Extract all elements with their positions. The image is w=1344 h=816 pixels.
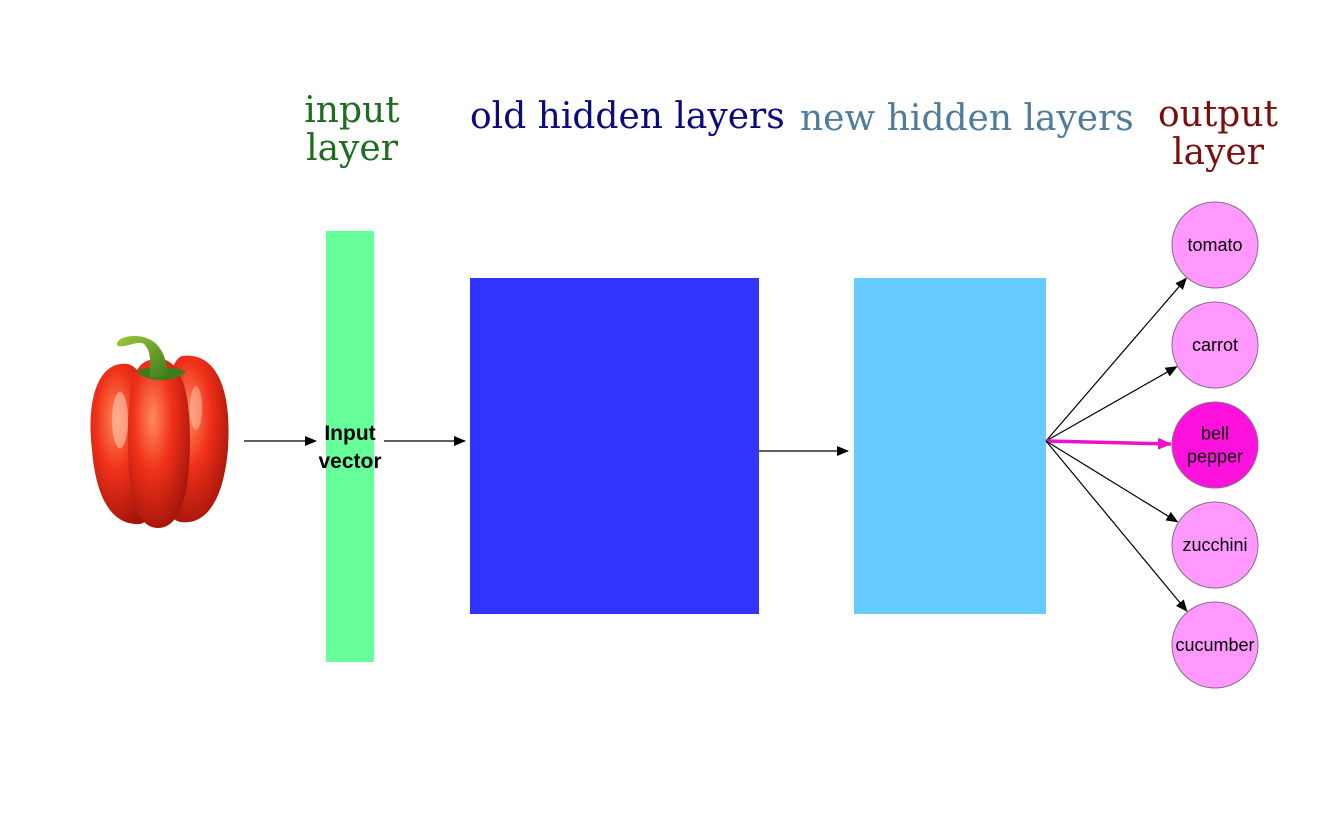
output-arrow-cucumber	[1045, 440, 1188, 612]
output-node-label: zucchini	[1182, 535, 1247, 555]
output-node-circle	[1171, 601, 1259, 689]
output-node-carrot: carrot	[1171, 301, 1259, 389]
bell-pepper-image	[90, 336, 229, 528]
output-node-label: cucumber	[1175, 635, 1254, 655]
output-node-label: tomato	[1187, 235, 1242, 255]
pepper-highlight-2	[190, 386, 202, 430]
output-node-tomato: tomato	[1171, 201, 1259, 289]
output-arrow-zucchini	[1045, 440, 1179, 523]
output-arrow-bell-pepper	[1045, 437, 1172, 450]
output-node-zucchini: zucchini	[1171, 501, 1259, 589]
input-vector-label-line-1: Input	[324, 422, 375, 445]
input-layer-title: input layer	[290, 92, 414, 168]
output-node-circle	[1171, 501, 1259, 589]
pepper-lobe-center	[128, 358, 190, 528]
input-layer-title-line-1: input	[304, 90, 400, 131]
output-node-label: bell	[1201, 424, 1229, 444]
output-arrow-carrot	[1045, 366, 1178, 442]
output-arrow-tomato	[1045, 277, 1187, 442]
output-layer-title-line-1: output	[1157, 94, 1279, 135]
old-hidden-layers-block	[470, 278, 759, 614]
new-hidden-layers-block	[854, 278, 1046, 614]
output-node-bell-pepper: bell pepper	[1171, 401, 1259, 489]
new-hidden-layers-title: new hidden layers	[800, 98, 1134, 139]
input-layer-bar	[326, 231, 374, 662]
output-node-circle	[1171, 401, 1259, 489]
pepper-stem	[116, 336, 168, 378]
output-node-circle	[1171, 301, 1259, 389]
output-node-cucumber: cucumber	[1171, 601, 1259, 689]
output-node-label: carrot	[1192, 335, 1238, 355]
old-hidden-layers-title: old hidden layers	[470, 96, 785, 137]
output-node-label: pepper	[1187, 447, 1243, 467]
output-nodes: tomato carrot bell pepper zucchini cucumber	[1171, 201, 1259, 689]
input-layer-title-line-2: layer	[306, 128, 398, 169]
output-layer-title-line-2: layer	[1172, 132, 1264, 173]
output-layer-title: output layer	[1148, 96, 1288, 172]
pepper-highlight	[112, 392, 128, 448]
output-arrows	[1045, 277, 1188, 612]
output-node-circle	[1171, 201, 1259, 289]
input-vector-label-line-2: vector	[318, 450, 381, 473]
